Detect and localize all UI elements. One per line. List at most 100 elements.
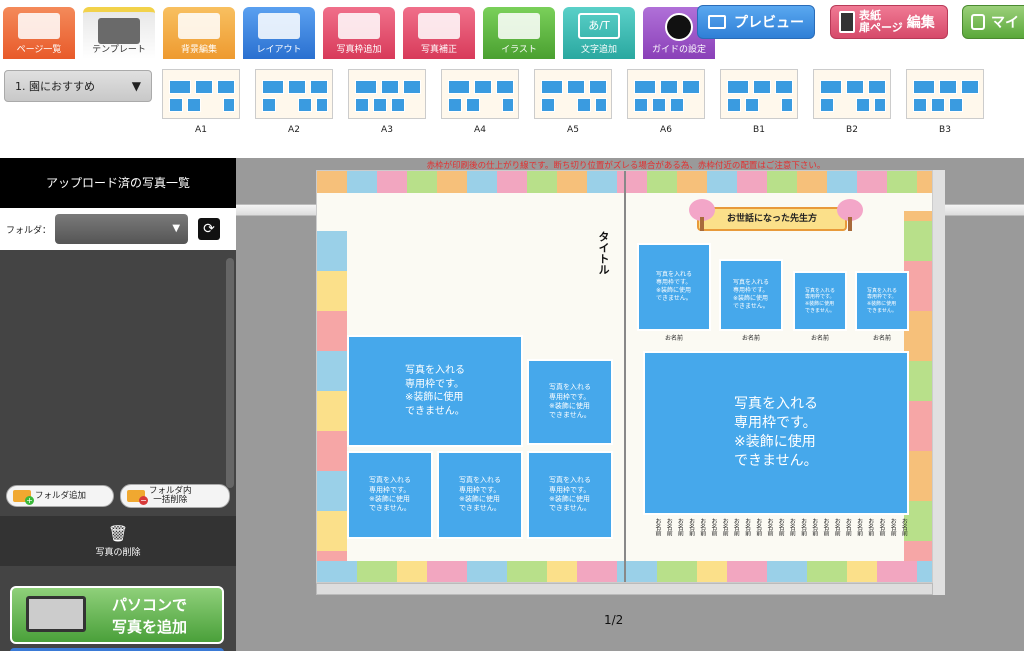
laptop-icon <box>26 596 86 632</box>
delete-photo-button[interactable]: 🗑 写真の削除 <box>0 516 236 566</box>
template-thumbnail-frame <box>634 98 648 112</box>
photo-frame[interactable]: 写真を入れる 専用枠です。 ※装飾に使用 できません。 <box>527 359 613 445</box>
grid-globe-icon <box>665 13 693 41</box>
triangle-down-icon: ▼ <box>172 223 181 234</box>
template-thumbnail-frame <box>502 98 514 112</box>
student-name[interactable]: お名前 <box>654 518 661 536</box>
template-category-select[interactable]: 1. 園におすすめ ▼ <box>4 70 152 102</box>
triangle-down-icon: ▼ <box>131 79 141 93</box>
template-thumbnail-frame <box>448 98 462 112</box>
student-name[interactable]: お名前 <box>710 518 717 536</box>
student-name[interactable]: お名前 <box>732 518 740 536</box>
layout-grid-icon <box>258 13 300 39</box>
group-photo-frame[interactable]: 写真を入れる 専用枠です。 ※装飾に使用 できません。 <box>643 351 909 515</box>
tool-photo-edit[interactable]: 写真補正 <box>403 7 475 59</box>
template-thumbnail-label: A5 <box>567 125 579 135</box>
template-thumbnail-a2[interactable] <box>255 69 333 119</box>
toolbar: ページ一覧 テンプレート 背景編集 レイアウト 写真枠追加 写真補正 イラスト … <box>0 0 1024 62</box>
refresh-icon[interactable]: ⟳ <box>198 218 221 240</box>
template-thumbnail-b3[interactable] <box>906 69 984 119</box>
tool-text[interactable]: あ/T 文字追加 <box>563 7 635 59</box>
monitor-icon <box>708 15 726 29</box>
teacher-name[interactable]: お名前 <box>664 335 683 342</box>
teacher-photo-frame[interactable]: 写真を入れる 専用枠です。 ※装飾に使用 できません。 <box>855 271 909 331</box>
template-thumbnail-frame <box>820 98 834 112</box>
template-thumbnail-a3[interactable] <box>348 69 426 119</box>
template-thumbnail-a4[interactable] <box>441 69 519 119</box>
student-name[interactable]: お名前 <box>822 518 829 536</box>
delete-folder-contents-button[interactable]: − フォルダ内 一括削除 <box>120 484 230 508</box>
student-name[interactable]: お名前 <box>799 518 807 536</box>
template-thumbnail-label: A6 <box>660 125 672 135</box>
photo-frame[interactable]: 写真を入れる 専用枠です。 ※装飾に使用 できません。 <box>347 451 433 539</box>
tool-page-list[interactable]: ページ一覧 <box>3 7 75 59</box>
tool-illust[interactable]: イラスト <box>483 7 555 59</box>
teacher-name[interactable]: お名前 <box>741 335 760 342</box>
student-name[interactable]: お名前 <box>878 518 885 536</box>
template-thumbnail-frame <box>355 98 369 112</box>
student-name[interactable]: お名前 <box>743 518 751 536</box>
template-thumbnail-a5[interactable] <box>534 69 612 119</box>
teacher-name[interactable]: お名前 <box>810 335 829 342</box>
tool-template[interactable]: テンプレート <box>83 7 155 59</box>
photo-frame[interactable]: 写真を入れる 専用枠です。 ※装飾に使用 できません。 <box>437 451 523 539</box>
template-thumbnail-frame <box>856 98 870 112</box>
album-spread: タイトル お世話になった先生方 写真を入れる 専用枠です。 ※装飾に使用 できま… <box>316 170 933 583</box>
student-name[interactable]: お名前 <box>721 518 729 536</box>
student-name[interactable]: お名前 <box>766 518 773 536</box>
student-name[interactable]: お名前 <box>788 518 796 536</box>
preview-button[interactable]: プレビュー <box>697 5 815 39</box>
photo-adjust-icon <box>418 13 460 39</box>
spread-vertical-scrollbar[interactable] <box>933 170 945 595</box>
folder-remove-icon: − <box>127 490 148 505</box>
student-name[interactable]: お名前 <box>676 518 684 536</box>
teacher-photo-frame[interactable]: 写真を入れる 専用枠です。 ※装飾に使用 できません。 <box>637 243 711 331</box>
template-thumbnail-a6[interactable] <box>627 69 705 119</box>
template-thumbnail-frame <box>474 80 492 94</box>
student-name[interactable]: お名前 <box>810 518 818 536</box>
student-name[interactable]: お名前 <box>777 518 785 536</box>
student-name[interactable]: お名前 <box>855 518 863 536</box>
student-name[interactable]: お名前 <box>844 518 852 536</box>
student-name[interactable]: お名前 <box>687 518 695 536</box>
template-thumbnail-frame <box>496 80 514 94</box>
template-thumbnail-b1[interactable] <box>720 69 798 119</box>
sidebar-scrollbar[interactable] <box>226 258 234 488</box>
photo-frame[interactable]: 写真を入れる 専用枠です。 ※装飾に使用 できません。 <box>527 451 613 539</box>
student-name[interactable]: お名前 <box>833 518 841 536</box>
student-name[interactable]: お名前 <box>900 518 908 536</box>
teacher-photo-frame[interactable]: 写真を入れる 専用枠です。 ※装飾に使用 できません。 <box>719 259 783 331</box>
template-thumbnail-frame <box>913 80 935 94</box>
student-name[interactable]: お名前 <box>698 518 706 536</box>
template-thumbnail-frame <box>939 80 957 94</box>
tool-background[interactable]: 背景編集 <box>163 7 235 59</box>
template-thumbnail-frame <box>541 98 555 112</box>
photo-frame[interactable]: 写真を入れる 専用枠です。 ※装飾に使用 できません。 <box>347 335 523 447</box>
template-thumbnail-frame <box>262 98 276 112</box>
cover-edit-button[interactable]: 表紙 扉ページ 編集 <box>830 5 948 39</box>
template-thumbnail-a1[interactable] <box>162 69 240 119</box>
student-name[interactable]: お名前 <box>889 518 897 536</box>
bleed-notice: 赤枠が印刷後の仕上がり線です。断ち切り位置がズレる場合がある為、赤枠付近の配置は… <box>426 161 826 171</box>
my-page-button[interactable]: マイ <box>962 5 1024 39</box>
tool-photo-frame[interactable]: 写真枠追加 <box>323 7 395 59</box>
student-name[interactable]: お名前 <box>754 518 762 536</box>
template-thumbnail-label: A1 <box>195 125 207 135</box>
template-thumbnail-label: B1 <box>753 125 765 135</box>
spread-horizontal-scrollbar[interactable] <box>316 583 933 595</box>
template-thumbnail-b2[interactable] <box>813 69 891 119</box>
page-title[interactable]: タイトル <box>597 231 610 275</box>
student-name[interactable]: お名前 <box>665 518 673 536</box>
student-name[interactable]: お名前 <box>866 518 874 536</box>
template-thumbnail-frame <box>217 80 235 94</box>
folder-select[interactable]: ▼ <box>55 214 189 244</box>
teacher-name[interactable]: お名前 <box>872 335 891 342</box>
text-add-icon: あ/T <box>578 13 620 39</box>
next-upload-button[interactable] <box>10 648 224 651</box>
page-spine <box>624 171 626 582</box>
add-photo-from-pc-button[interactable]: パソコンで 写真を追加 <box>10 586 224 644</box>
teachers-banner[interactable]: お世話になった先生方 <box>697 207 847 231</box>
add-folder-button[interactable]: + フォルダ追加 <box>6 485 114 507</box>
teacher-photo-frame[interactable]: 写真を入れる 専用枠です。 ※装飾に使用 できません。 <box>793 271 847 331</box>
tool-layout[interactable]: レイアウト <box>243 7 315 59</box>
